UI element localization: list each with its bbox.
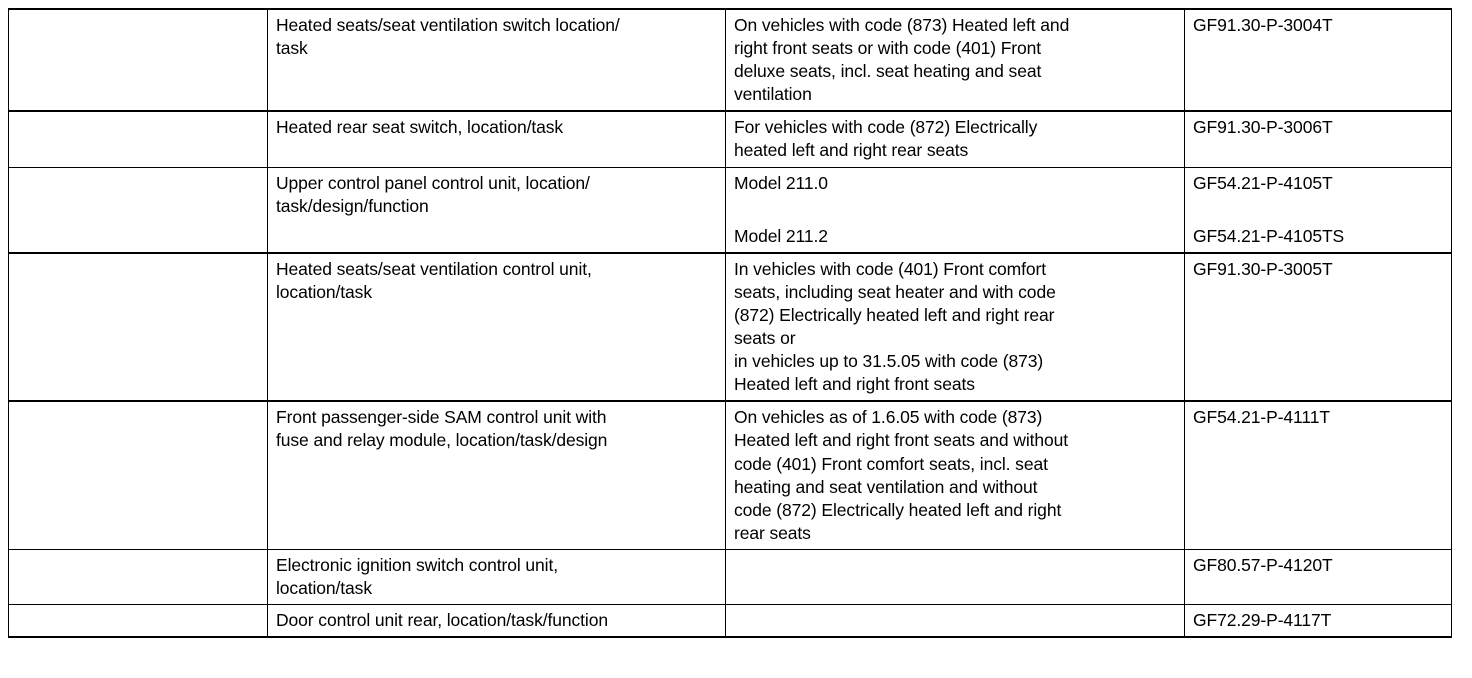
title-text: Door control unit rear, location/task/fu… (276, 610, 608, 631)
cell-condition: Model 211.0 Model 211.2 (725, 166, 1185, 254)
document-number-text: GF72.29-P-4117T (1193, 610, 1332, 631)
condition-text: On vehicles with code (873) Heated left … (734, 15, 1070, 105)
document-number-text: GF91.30-P-3006T (1193, 117, 1333, 138)
cell-condition: In vehicles with code (401) Front comfor… (725, 251, 1185, 402)
cell-title: Heated rear seat switch, location/task (267, 110, 726, 168)
document-number-text: GF91.30-P-3005T (1193, 258, 1333, 279)
cell-document-number: GF80.57-P-4120T (1184, 548, 1452, 606)
document-number-text: GF80.57-P-4120T (1193, 554, 1333, 575)
cell-title: Front passenger-side SAM control unit wi… (267, 400, 726, 550)
document-number-text-secondary: GF54.21-P-4105TS (1193, 225, 1345, 246)
cell-reference (8, 604, 268, 639)
cell-title: Electronic ignition switch control unit,… (267, 548, 726, 606)
table-row: Door control unit rear, location/task/fu… (8, 604, 1452, 639)
cell-reference (8, 7, 268, 112)
table-row: Heated seats/seat ventilation control un… (8, 251, 1452, 402)
table-row: Front passenger-side SAM control unit wi… (8, 400, 1452, 550)
cell-reference (8, 548, 268, 606)
table-body: Heated seats/seat ventilation switch loc… (8, 7, 1452, 639)
condition-text-secondary: Model 211.2 (734, 225, 828, 246)
cell-reference (8, 110, 268, 168)
cell-title: Heated seats/seat ventilation control un… (267, 251, 726, 402)
title-text: Heated seats/seat ventilation control un… (276, 258, 592, 302)
cell-condition: For vehicles with code (872) Electricall… (725, 110, 1185, 168)
table-row: Upper control panel control unit, locati… (8, 166, 1452, 254)
cell-condition: On vehicles with code (873) Heated left … (725, 7, 1185, 112)
cell-reference (8, 251, 268, 402)
service-reference-table: Heated seats/seat ventilation switch loc… (8, 7, 1452, 639)
title-text: Heated rear seat switch, location/task (276, 117, 564, 138)
cell-document-number: GF72.29-P-4117T (1184, 604, 1452, 639)
title-text: Front passenger-side SAM control unit wi… (276, 407, 608, 451)
table-row: Heated seats/seat ventilation switch loc… (8, 7, 1452, 112)
document-number-text: GF91.30-P-3004T (1193, 15, 1333, 35)
condition-text: For vehicles with code (872) Electricall… (734, 117, 1038, 161)
title-text: Electronic ignition switch control unit,… (276, 554, 558, 598)
cell-condition: On vehicles as of 1.6.05 with code (873)… (725, 400, 1185, 550)
document-number-text: GF54.21-P-4111T (1193, 407, 1330, 428)
document-number-text: GF54.21-P-4105T (1193, 172, 1333, 193)
cell-reference (8, 166, 268, 254)
cell-document-number: GF91.30-P-3006T (1184, 110, 1452, 168)
cell-title: Heated seats/seat ventilation switch loc… (267, 7, 726, 112)
cell-document-number: GF91.30-P-3004T (1184, 7, 1452, 112)
cell-title: Door control unit rear, location/task/fu… (267, 604, 726, 639)
cell-reference (8, 400, 268, 550)
condition-text: Model 211.0 (734, 172, 828, 193)
cell-title: Upper control panel control unit, locati… (267, 166, 726, 254)
cell-document-number: GF54.21-P-4111T (1184, 400, 1452, 550)
condition-text: In vehicles with code (401) Front comfor… (734, 258, 1056, 395)
table-row: Electronic ignition switch control unit,… (8, 548, 1452, 606)
cell-document-number: GF54.21-P-4105T GF54.21-P-4105TS (1184, 166, 1452, 254)
cell-condition (725, 604, 1185, 639)
condition-text: On vehicles as of 1.6.05 with code (873)… (734, 407, 1069, 543)
title-text: Heated seats/seat ventilation switch loc… (276, 15, 620, 59)
table-row: Heated rear seat switch, location/task F… (8, 110, 1452, 168)
cell-document-number: GF91.30-P-3005T (1184, 251, 1452, 402)
cell-condition (725, 548, 1185, 606)
title-text: Upper control panel control unit, locati… (276, 172, 590, 216)
